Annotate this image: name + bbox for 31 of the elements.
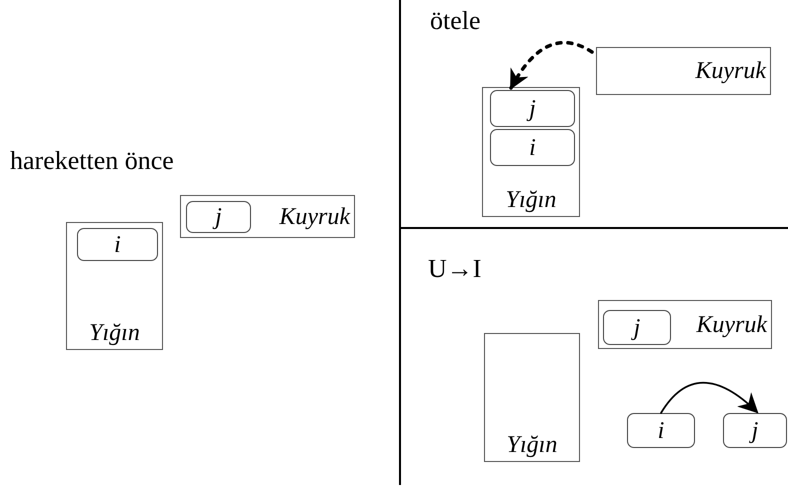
queue-box	[598, 300, 772, 349]
node-label: i	[529, 136, 536, 160]
stack-box	[66, 222, 163, 350]
node-label: Yığın	[506, 433, 558, 457]
node-label: i	[114, 232, 121, 256]
section-label: U→I	[428, 256, 482, 282]
node-label: j	[634, 316, 640, 340]
stack-box	[482, 87, 580, 217]
element-box	[723, 413, 787, 448]
queue-box	[596, 47, 771, 95]
queue-box	[180, 195, 355, 238]
section-label: ötele	[430, 8, 481, 34]
node-label: Kuyruk	[695, 59, 766, 83]
node-label: Kuyruk	[696, 312, 767, 336]
node-label: j	[529, 96, 536, 120]
node-label: Kuyruk	[279, 204, 350, 228]
element-box	[77, 228, 158, 261]
stack-box	[484, 333, 580, 462]
element-box	[603, 310, 671, 345]
element-box	[490, 129, 575, 166]
node-label: j	[215, 205, 222, 229]
node-label: j	[752, 418, 758, 442]
element-box	[186, 201, 251, 233]
node-label: Yığın	[89, 321, 140, 345]
section-label: hareketten önce	[10, 148, 174, 174]
node-label: Yığın	[506, 188, 556, 212]
curved-arrow	[509, 40, 594, 90]
element-box	[627, 413, 695, 448]
node-label: i	[658, 418, 664, 442]
curved-arrow	[660, 382, 758, 414]
element-box	[490, 90, 575, 127]
